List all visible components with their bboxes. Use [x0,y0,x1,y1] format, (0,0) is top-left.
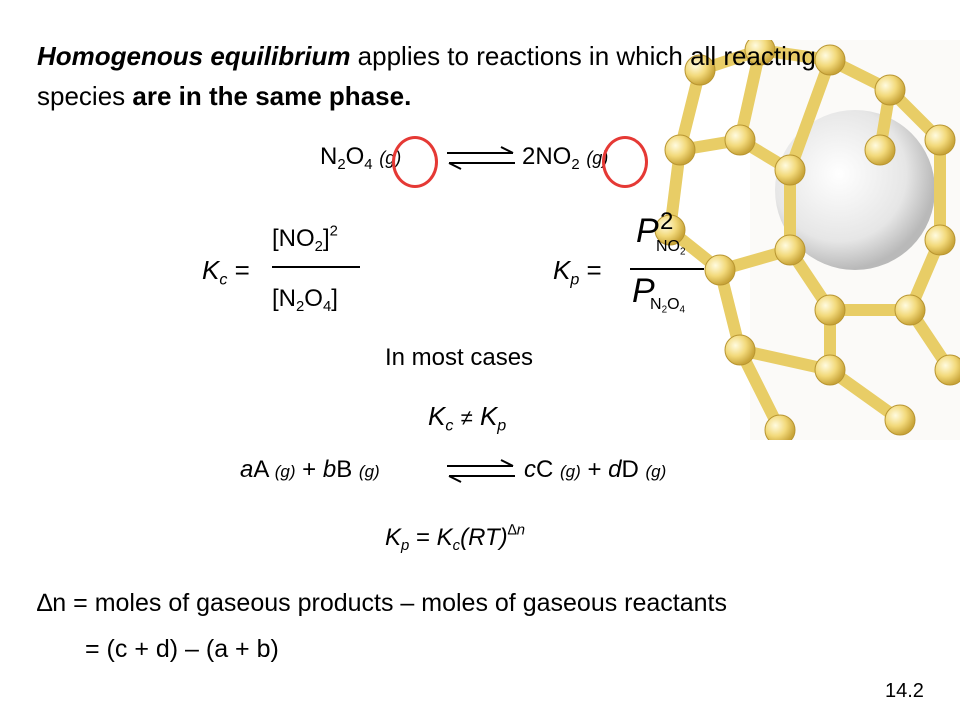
rel-rt: (RT) [460,524,508,551]
kp-num-sub-2: 2 [680,246,686,258]
kp-num-sub-no: NO [656,238,680,255]
neq-k2: K [479,401,498,431]
kc-label: Kc = [202,255,250,289]
kp-fraction-bar [630,268,704,270]
reaction-product: 2NO2 (g) [522,143,608,174]
rel-kc-sub: c [452,538,461,555]
kp-sub: p [570,270,580,289]
coef-b: b [322,456,337,483]
rel-exponent: ∆n [507,522,526,539]
kc-denominator: [N2O4] [272,285,338,316]
kp-num-p: P [636,212,659,250]
equilibrium-arrow-2 [447,459,515,483]
delta-n-formula: = (c + d) – (a + b) [85,635,279,663]
delta-n-definition: ∆n = moles of gaseous products – moles o… [37,589,727,618]
product-formula: 2NO [522,143,572,170]
kp-den-p: P [632,272,655,310]
kp-denominator-sub: N2O4 [650,296,686,316]
intro-paragraph: Homogenous equilibrium applies to reacti… [37,36,897,116]
kp-symbol: K [553,255,571,285]
kc-equals: = [234,255,250,285]
kp-den-sub-o: O [667,296,680,313]
reactant-sub1: 2 [337,157,346,174]
species-d: D [621,456,646,483]
coef-c: c [524,456,536,483]
kp-denominator-p: P [632,272,655,311]
most-cases-text: In most cases [385,344,534,371]
plus-2: + [580,456,609,483]
reactant-sub2: 4 [364,157,373,174]
equilibrium-arrow [447,146,515,170]
kc-numerator: [NO2]2 [272,223,338,256]
rel-kp-sub: p [401,538,410,555]
species-c: C [536,456,560,483]
rel-kp: K [385,524,402,551]
phase-a: (g) [274,462,296,481]
phase-b: (g) [358,462,380,481]
fullerene-molecule-image [654,40,960,440]
phase-highlight-circle [392,136,438,188]
rel-equals: = [409,524,437,551]
kc-den-s1: 2 [296,299,305,316]
slide-number: 14.2 [885,680,924,702]
kc-den-c: ] [331,285,338,312]
kc-den-b: O [304,285,323,312]
kc-num-sub: 2 [314,239,323,256]
kc-num-a: [NO [272,225,315,252]
phase-d: (g) [645,462,667,481]
product-sub: 2 [571,157,580,174]
general-products: cC (g) + dD (g) [524,456,666,484]
kc-num-exp: 2 [329,223,338,240]
delta-n-symbol: ∆n [37,589,67,617]
kp-den-sub-n: N [650,296,662,313]
phase-highlight-circle-2 [602,136,648,188]
kc-symbol: K [202,255,220,285]
reactant-n: N [320,143,338,170]
reactant-o: O [345,143,365,170]
rel-kc: K [436,524,453,551]
general-reactants: aA (g) + bB (g) [240,456,380,484]
phase-c: (g) [560,462,581,481]
reaction-reactant: N2O4 (g) [320,143,401,174]
kc-num-b: ] [322,225,330,252]
kp-den-sub-s2: 4 [679,304,686,316]
kp-den-sub-s1: 2 [661,304,668,316]
species-a: A [253,456,275,483]
kp-numerator-p: P [636,212,659,251]
neq-k1: K [428,401,446,431]
intro-term: Homogenous equilibrium [37,41,351,71]
kp-kc-relation: Kp = Kc(RT)∆n [385,522,526,555]
kp-label: Kp = [553,255,602,289]
species-b: B [336,456,359,483]
neq-k1-sub: c [445,416,454,435]
intro-emphasis: are in the same phase. [132,81,412,111]
intro-text: applies to reactions in which all reacti… [37,41,816,111]
kc-den-s2: 4 [322,299,332,316]
kp-numerator-exp: 2 [660,208,674,235]
coef-d: d [608,456,622,483]
kc-fraction-bar [272,266,360,268]
kc-neq-kp: Kc ≠ Kp [428,401,507,435]
plus-1: + [295,456,323,483]
neq-k2-sub: p [497,416,507,435]
kp-equals: = [586,255,602,285]
delta-n-text: = moles of gaseous products – moles of g… [66,589,727,617]
kp-numerator-sub: NO2 [656,238,686,258]
kc-den-a: [N [272,285,296,312]
coef-a: a [240,456,254,483]
kc-sub: c [219,270,228,289]
not-equal-symbol: ≠ [460,405,473,430]
